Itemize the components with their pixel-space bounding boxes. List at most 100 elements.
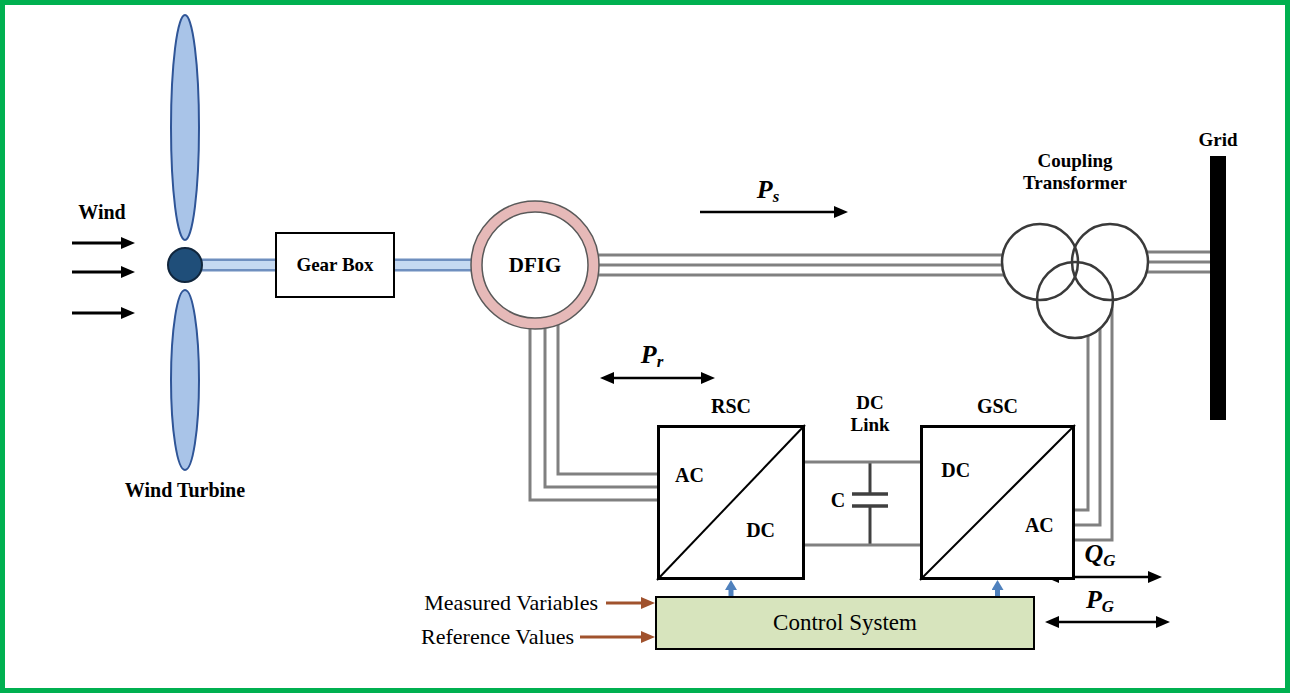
generator-core bbox=[482, 212, 588, 318]
wind-turbine-outline bbox=[110, 12, 260, 502]
input-label: Reference Values bbox=[421, 624, 574, 649]
label-slot: Wind bbox=[78, 201, 125, 224]
control-box: Control System bbox=[655, 596, 1035, 650]
symbol-letter: Q bbox=[1085, 539, 1104, 568]
wind-turbine: Wind Turbine bbox=[110, 12, 260, 502]
label-slot: C bbox=[831, 489, 845, 512]
gearbox-label: Gear Box bbox=[296, 254, 373, 276]
power-symbol: Pr bbox=[641, 340, 663, 370]
capacitor-lead bbox=[869, 462, 872, 494]
wire-connector bbox=[1075, 309, 1112, 540]
transformer-label: Coupling Transformer bbox=[1010, 150, 1140, 194]
text-slot: Coupling Transformer bbox=[1010, 150, 1140, 194]
winding-circle bbox=[1037, 262, 1113, 338]
wind-arrows bbox=[72, 243, 121, 313]
port-label: DC bbox=[941, 459, 970, 482]
port-label: DC bbox=[746, 519, 775, 542]
wire-line bbox=[1075, 336, 1088, 510]
shaft-connector bbox=[202, 265, 275, 266]
text-slot: Grid bbox=[1183, 129, 1253, 151]
shaft-edge bbox=[395, 259, 471, 272]
stator-power-arrow bbox=[700, 211, 834, 214]
wire-line bbox=[1147, 251, 1210, 254]
grid-bus-outline bbox=[1196, 128, 1240, 422]
power-symbol: PG bbox=[1086, 585, 1114, 615]
converter-box: RSCACDC bbox=[657, 425, 805, 580]
power-symbol: QG bbox=[1085, 539, 1116, 569]
label-slot: Pr bbox=[641, 340, 663, 370]
turbine-label: Wind Turbine bbox=[95, 479, 275, 502]
symbol-letter: P bbox=[641, 340, 657, 369]
shaft-connector bbox=[395, 265, 471, 266]
label-slot: Ps bbox=[757, 175, 779, 205]
capacitor-lead bbox=[869, 506, 872, 545]
capacitor-symbol bbox=[852, 462, 888, 545]
converter-box-outline bbox=[657, 425, 805, 580]
turbine-blade bbox=[171, 15, 199, 240]
converter-diagonal bbox=[920, 425, 1075, 580]
generator-ring bbox=[471, 201, 599, 329]
label-slot: Reference Values bbox=[421, 624, 574, 649]
generator-circle: DFIG bbox=[470, 200, 600, 330]
label-slot: DC Link bbox=[839, 392, 901, 436]
converter-diagonal bbox=[657, 425, 805, 580]
capacitor-plate bbox=[852, 492, 888, 496]
input-label: Measured Variables bbox=[424, 590, 598, 615]
symbol-index: s bbox=[773, 187, 780, 206]
wire-connector bbox=[805, 462, 920, 545]
turbine-hub bbox=[168, 248, 202, 282]
wire-connector bbox=[598, 255, 1004, 275]
input-arrow bbox=[580, 636, 641, 639]
converter-name: GSC bbox=[977, 395, 1018, 418]
wire-line bbox=[805, 461, 920, 464]
active-power-arrow bbox=[1059, 621, 1156, 624]
converter-name: RSC bbox=[711, 395, 751, 418]
wind-arrow bbox=[72, 242, 121, 245]
symbol-letter: P bbox=[757, 175, 773, 204]
capacitor-label: C bbox=[831, 489, 845, 512]
dc-link-label: DC Link bbox=[839, 392, 901, 436]
symbol-index: G bbox=[1102, 597, 1114, 616]
text-slot: AC bbox=[675, 464, 704, 487]
text-slot: DC bbox=[746, 519, 775, 542]
label-slot: QG bbox=[1085, 539, 1116, 569]
wire-line bbox=[1075, 309, 1112, 540]
text-slot: DFIG bbox=[509, 253, 562, 277]
power-symbol: Ps bbox=[757, 175, 779, 205]
bus-bar bbox=[1210, 156, 1226, 420]
text-slot: AC bbox=[1025, 514, 1054, 537]
wire-line bbox=[1147, 271, 1210, 274]
converter-box-outline bbox=[920, 425, 1075, 580]
label-slot: Measured Variables bbox=[424, 590, 598, 615]
gearbox-box: Gear Box bbox=[275, 232, 395, 298]
text-slot: Wind Turbine bbox=[95, 479, 275, 502]
shaft-core bbox=[395, 261, 471, 269]
wind-arrow bbox=[72, 271, 121, 274]
grid-bus: Grid bbox=[1196, 128, 1240, 422]
shaft-edge bbox=[202, 259, 275, 272]
shaft-core bbox=[202, 261, 275, 269]
wire-line bbox=[558, 325, 657, 474]
text-slot: GSC bbox=[977, 395, 1018, 418]
generator-label: DFIG bbox=[509, 253, 562, 277]
wind-label: Wind bbox=[78, 201, 125, 224]
wire-line bbox=[598, 254, 1002, 257]
text-slot: RSC bbox=[711, 395, 751, 418]
grid-label: Grid bbox=[1183, 129, 1253, 151]
control-label: Control System bbox=[773, 610, 917, 636]
wire-connector bbox=[1147, 252, 1210, 272]
text-slot: Gear Box bbox=[296, 254, 373, 276]
wire-line bbox=[805, 544, 920, 547]
wire-connector bbox=[530, 325, 657, 500]
wire-line bbox=[598, 274, 1004, 277]
wire-line bbox=[599, 264, 1002, 267]
wire-line bbox=[545, 328, 657, 487]
wind-arrow bbox=[72, 312, 121, 315]
label-slot: PG bbox=[1086, 585, 1114, 615]
page-frame bbox=[3, 3, 1288, 691]
turbine-blade bbox=[171, 290, 199, 470]
symbol-letter: P bbox=[1086, 585, 1102, 614]
text-slot: Control System bbox=[773, 610, 917, 636]
converter-box: GSCDCAC bbox=[920, 425, 1075, 580]
